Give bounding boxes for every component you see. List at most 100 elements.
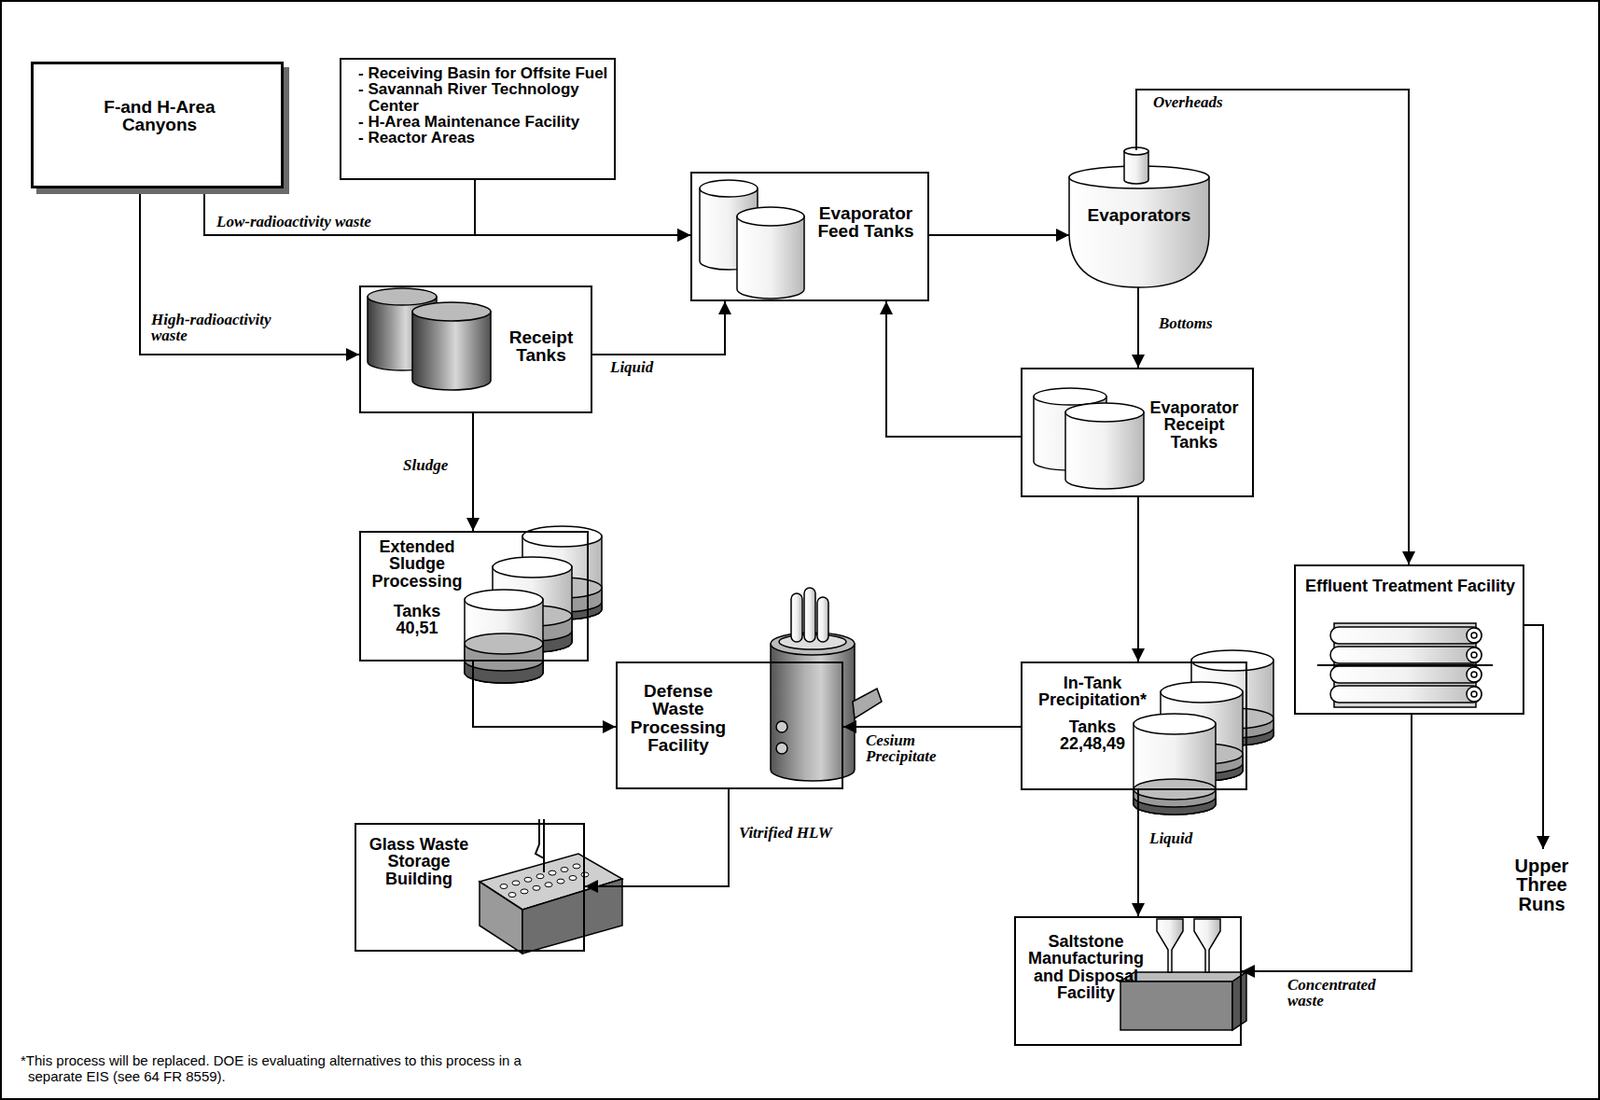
node-label: Defense Waste Processing Facility	[625, 681, 732, 755]
tube-end	[1471, 652, 1477, 658]
storage-hole	[508, 892, 516, 898]
node-label: Evaporator Feed Tanks	[809, 204, 922, 241]
tube-end	[1471, 671, 1477, 678]
text-area: Evaporator Feed Tanks	[809, 204, 922, 241]
text-area: Evaporator Receipt Tanks	[1141, 399, 1247, 451]
text-area: Receipt Tanks	[497, 328, 585, 365]
tube-end	[1466, 627, 1482, 643]
flow-label: Low-radioactivity waste	[214, 213, 374, 230]
process-box: Saltstone Manufacturing and Disposal Fac…	[1014, 916, 1242, 1046]
flow-arrow	[929, 234, 1070, 237]
storage-hole	[512, 880, 520, 886]
tank	[464, 599, 543, 683]
node-label: Evaporator Receipt Tanks	[1141, 399, 1247, 451]
flow-arrow	[1137, 790, 1140, 917]
text-area: Upper Three Runs	[1497, 856, 1587, 914]
storage-hole	[544, 882, 553, 888]
tank-top	[737, 207, 805, 226]
flow-arrow	[1136, 89, 1409, 565]
tube-end	[1466, 686, 1482, 702]
filter-tubes	[1317, 623, 1493, 708]
process-box: - Receiving Basin for Offsite Fuel- Sava…	[339, 57, 616, 181]
tank-top	[522, 526, 602, 547]
tank-top	[412, 302, 491, 321]
filter-tube	[1330, 685, 1482, 703]
text-area: Evaporators	[1069, 206, 1210, 224]
flow-label: Overheads	[1151, 94, 1225, 111]
storage-hole	[560, 867, 569, 873]
tube-end	[1471, 632, 1477, 639]
text-area: Glass Waste Storage Building	[361, 835, 476, 888]
text-area: Saltstone Manufacturing and Disposal Fac…	[1019, 932, 1153, 1002]
process-box: Glass Waste Storage Building	[354, 822, 585, 952]
text-area: Defense Waste Processing Facility	[625, 681, 732, 755]
tank-top	[1160, 681, 1243, 703]
flow-arrow	[474, 180, 691, 236]
node-label: F-and H-Area Canyons	[84, 97, 235, 135]
storage-hole	[569, 876, 577, 881]
process-box: Evaporator Feed Tanks	[690, 171, 930, 302]
flow-arrow	[1137, 287, 1140, 368]
flow-arrow	[592, 301, 725, 355]
flow-label: Bottoms	[1156, 315, 1215, 332]
flow-arrow	[843, 725, 1021, 728]
tank-sludge	[464, 660, 543, 683]
flow-arrow	[1137, 497, 1140, 662]
flow-label: Liquid	[608, 359, 655, 376]
tube-end	[1471, 691, 1477, 697]
process-box: Extended Sludge ProcessingTanks 40,51	[359, 530, 589, 662]
flow-arrow	[473, 661, 616, 727]
text-area: Extended Sludge ProcessingTanks 40,51	[366, 538, 468, 638]
storage-hole	[536, 874, 544, 879]
node-label: Upper Three Runs	[1497, 856, 1587, 914]
evaporator-vessel	[1069, 147, 1210, 288]
process-box: Evaporator Receipt Tanks	[1020, 367, 1254, 498]
storage-hole	[532, 885, 541, 891]
node-label: - Receiving Basin for Offsite Fuel	[358, 65, 609, 82]
node-sublabel: - Reactor Areas	[358, 129, 609, 146]
process-box: In-Tank Precipitation* Tanks 22,48,49	[1020, 661, 1248, 791]
flow-label: Sludge	[401, 457, 450, 474]
storage-hole	[572, 863, 581, 869]
tank-top	[464, 589, 543, 611]
flow-arrow	[1524, 625, 1544, 849]
node-sublabel: - Savannah River Technology Center	[358, 81, 609, 114]
tube-end	[1466, 647, 1482, 663]
flow-label: Cesium Precipitate	[863, 732, 973, 766]
tank	[737, 216, 805, 299]
tank-top	[1133, 713, 1216, 735]
flow-arrow	[886, 301, 1021, 437]
node-sublabel: Tanks 22,48,49	[1053, 718, 1132, 753]
saltstone-vault	[1120, 918, 1247, 1030]
node-sublabel: Tanks 40,51	[386, 602, 448, 638]
text-area: F-and H-Area Canyons	[84, 97, 235, 135]
footnote: *This process will be replaced. DOE is e…	[20, 1052, 551, 1086]
text-area: In-Tank Precipitation* Tanks 22,48,49	[1028, 674, 1157, 752]
process-box: Defense Waste Processing Facility	[615, 661, 844, 790]
node-label: Extended Sludge Processing	[366, 538, 468, 590]
node-label: Receipt Tanks	[497, 328, 585, 365]
tank	[1133, 723, 1216, 815]
tank-top	[367, 288, 437, 306]
text-node: Upper Three Runs	[1497, 848, 1592, 924]
flow-label: High-radioactivity waste	[149, 311, 295, 345]
tank-top	[1033, 388, 1107, 405]
node-label: Effluent Treatment Facility	[1303, 577, 1517, 595]
filter-tube	[1330, 626, 1482, 644]
tank-top	[699, 180, 758, 197]
tank-top	[492, 556, 572, 578]
node-sublabel: - H-Area Maintenance Facility	[358, 113, 609, 130]
filter-tube	[1330, 646, 1482, 664]
storage-hole	[581, 872, 589, 877]
flow-arrow	[584, 789, 729, 887]
flow-label: Liquid	[1147, 830, 1195, 847]
node-label: In-Tank Precipitation*	[1028, 674, 1157, 710]
process-box: F-and H-Area Canyons	[30, 61, 284, 189]
process-box: Effluent Treatment Facility	[1293, 564, 1525, 715]
tank-liquid-top	[464, 633, 543, 654]
storage-hole	[548, 870, 557, 876]
